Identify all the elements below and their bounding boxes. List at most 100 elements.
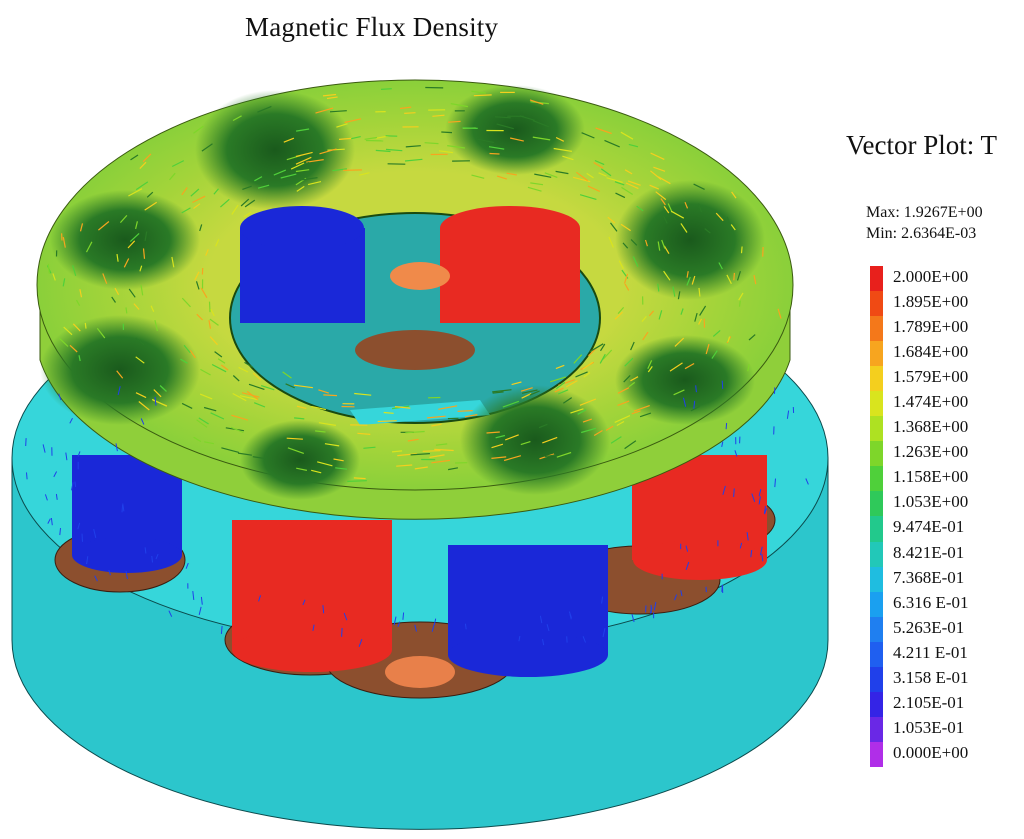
flux-vector-arrow [488,146,505,150]
flux-vector-arrow [604,139,620,148]
flux-vector-arrow [661,239,666,249]
color-scale-tick-label: 6.316 E-01 [893,592,969,612]
flux-vector-arrow [135,356,145,364]
color-scale-tick-label: 1.474E+00 [893,392,969,412]
flux-vector-arrow [240,198,250,207]
flux-vector-arrow [623,273,629,284]
flux-vector-arrow [198,417,209,425]
flux-vector-arrow [396,464,413,467]
flux-vector-arrow [322,605,325,614]
flux-vector-arrow [740,246,743,254]
flux-vector-arrow [220,625,223,634]
flux-vector-arrow [194,271,200,281]
flux-vector-arrow [733,272,735,281]
color-scale-tick-label: 8.421E-01 [893,542,965,562]
flux-vector-arrow [593,429,603,437]
color-scale-tick-label: 9.474E-01 [893,517,965,537]
flux-vector-arrow [72,323,81,332]
flux-vector-arrow [602,349,613,360]
flux-vector-arrow [582,418,592,423]
flux-vector-arrow [343,612,348,621]
flux-vector-arrow [693,400,696,409]
flux-vector-arrow [711,350,718,359]
flux-vector-arrow [544,454,556,458]
flux-vector-arrow [65,452,68,461]
flux-vector-arrow [111,296,116,303]
flux-vector-arrow [747,364,750,372]
flux-vector-arrow [583,372,591,378]
flux-vector-arrow [193,436,202,443]
flux-vector-arrow [617,307,625,314]
flux-vector-arrow [570,408,584,414]
flux-vector-arrow [685,545,689,552]
color-scale-swatch [870,616,883,642]
color-scale-tick-label: 5.263E-01 [893,617,965,637]
flux-vector-arrow [705,343,710,355]
flux-vector-arrow [686,271,689,278]
flux-vector-arrow [649,607,653,614]
flux-vector-arrow [397,621,401,627]
flux-vector-arrow [294,417,305,420]
flux-vector-arrow [75,299,81,306]
flux-vector-arrow [435,443,448,446]
color-scale-swatch [870,566,883,592]
flux-vector-arrow [385,148,403,152]
flux-vector-arrow [135,181,149,191]
flux-vector-arrow [128,188,143,197]
flux-vector-arrow [718,262,723,270]
flux-vector-arrow [285,383,295,389]
flux-vector-arrow [774,478,776,488]
flux-vector-arrow [282,371,292,379]
flux-vector-arrow [617,400,630,406]
flux-vector-arrow [520,387,533,392]
flux-vector-arrow [750,549,753,558]
flux-vector-arrow [311,405,327,411]
flux-vector-arrow [477,138,494,144]
flux-vector-arrow [135,221,138,230]
flux-vector-arrow [198,606,202,616]
flux-vector-arrow [759,546,763,556]
flux-vector-arrow [606,177,623,183]
flux-vector-arrow [424,142,439,145]
flux-vector-arrow [496,123,514,130]
flux-vector-arrow [375,149,391,153]
flux-vector-arrow [296,467,308,471]
flux-vector-arrow [674,337,685,347]
flux-vector-arrow [353,477,366,480]
flux-vector-arrow [192,195,206,204]
flux-vector-arrow [407,438,419,442]
flux-vector-arrow [694,312,698,322]
flux-vector-arrow [140,284,144,296]
flux-vector-arrow [199,393,213,400]
flux-vector-arrow [199,224,203,232]
flux-vector-arrow [726,274,732,285]
flux-vector-arrow [215,238,220,247]
flux-vector-arrow [614,181,625,186]
flux-vector-arrow [201,143,213,152]
flux-vector-arrow [438,405,458,410]
flux-vector-arrow [669,362,683,372]
flux-vector-arrow [127,240,136,249]
flux-vector-arrow [220,198,230,208]
flux-vector-arrow [50,517,53,526]
flux-vector-arrow [77,451,81,457]
flux-vector-arrow [248,383,265,390]
flux-vector-arrow [555,381,566,390]
flux-vector-arrow [169,172,176,181]
flux-vector-arrow [220,364,229,371]
flux-vector-arrow [670,210,685,219]
flux-vector-arrow [575,371,588,378]
flux-vector-arrow [133,303,140,310]
flux-vector-arrow [102,273,108,284]
flux-vector-arrow [431,423,442,427]
flux-vector-arrow [731,191,737,199]
color-scale-swatch [870,641,883,667]
flux-vector-arrow [653,601,657,611]
flux-vector-arrow [542,436,558,444]
flux-vector-arrow [231,204,239,215]
flux-vector-arrow [562,155,574,161]
flux-vector-arrow [123,258,130,268]
flux-vector-arrow [257,105,272,113]
flux-vector-arrow [242,185,252,190]
flux-vector-arrow [142,248,146,259]
